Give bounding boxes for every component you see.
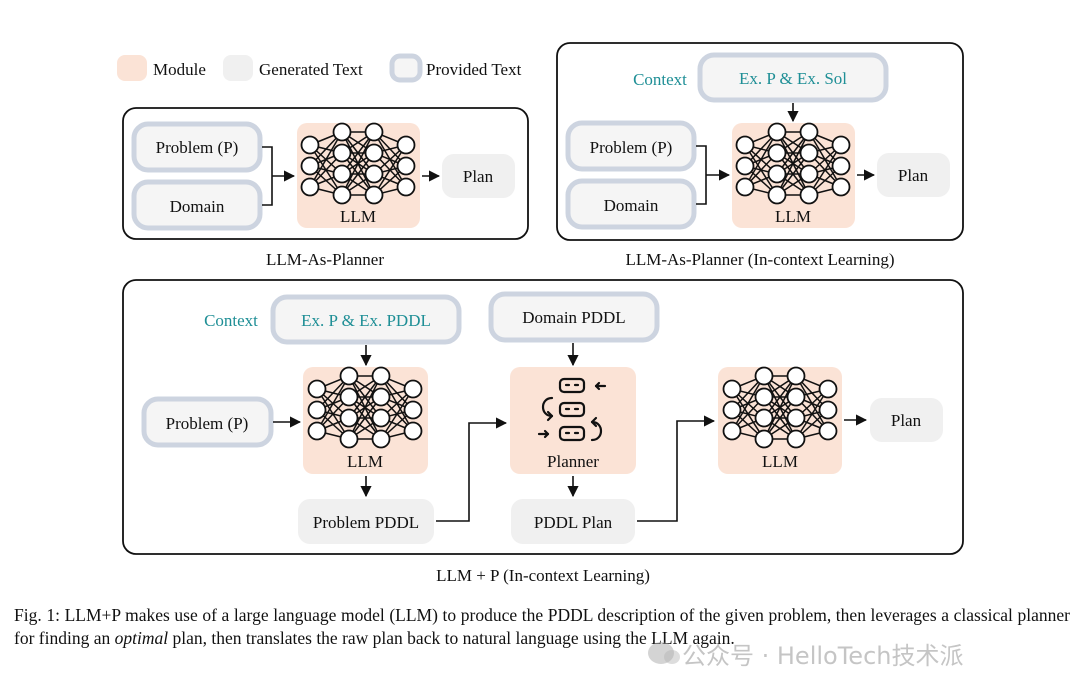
panel-c-pddl-plan-connector [637,415,716,522]
panel-c-example-label: Ex. P & Ex. PDDL [301,311,431,330]
panel-c-frame [122,279,964,555]
caption-suffix: plan, then translates the raw plan back … [172,628,735,648]
panel-c-llm-label: LLM [347,452,383,471]
panel-c-planner-module [510,367,636,474]
panel-a-title: LLM-As-Planner [266,250,384,269]
legend-generated-label: Generated Text [259,60,363,79]
panel-a-problem-label: Problem (P) [156,138,239,157]
legend-provided-label: Provided Text [426,60,522,79]
panel-b-input-connector [696,145,729,205]
panel-llm-as-planner: Problem (P) Domain LLM Plan LLM-As-Plann… [122,107,529,269]
panel-c-problem-pddl-label: Problem PDDL [313,513,419,532]
panel-b-problem-box [565,120,697,172]
panel-a-input-connector [262,146,294,206]
panel-c-llm2-label: LLM [762,452,798,471]
panel-c-context-label: Context [204,311,258,330]
panel-a-problem-box [131,121,263,173]
panel-llm-as-planner-icl: Context Ex. P & Ex. Sol Problem (P) Doma… [556,42,964,269]
panel-c-example-box [270,294,462,345]
panel-c-problem-box [141,396,274,448]
panel-a-llm-label: LLM [340,207,376,226]
panel-b-example-label: Ex. P & Ex. Sol [739,69,847,88]
panel-c-problem-pddl-box [298,499,434,544]
panel-c-plan-box [870,398,943,442]
panel-b-plan-label: Plan [898,166,929,185]
panel-b-title: LLM-As-Planner (In-context Learning) [625,250,894,269]
figure-caption: Fig. 1: LLM+P makes use of a large langu… [14,604,1070,650]
panel-c-problem-pddl-connector [436,417,508,522]
panel-a-plan-box [442,154,515,198]
llm-p-diagram: Module Generated Text Provided Text Prob… [117,42,964,585]
panel-a-domain-box [131,179,263,231]
panel-c-problem-label: Problem (P) [166,414,249,433]
panel-b-frame [556,42,964,241]
panel-a-plan-label: Plan [463,167,494,186]
legend-module-swatch [117,55,147,81]
panel-b-problem-label: Problem (P) [590,138,673,157]
panel-b-llm-label: LLM [775,207,811,226]
legend: Module Generated Text Provided Text [117,53,522,83]
caption-prefix: Fig. 1: LLM+P makes use of a large langu… [14,605,1070,648]
panel-b-context-label: Context [633,70,687,89]
panel-llm-plus-p: Context Ex. P & Ex. PDDL Domain PDDL Pro… [122,279,964,585]
panel-c-pddl-plan-label: PDDL Plan [534,513,613,532]
legend-generated-swatch [223,55,253,81]
panel-a-frame [122,107,529,240]
panel-b-plan-box [877,153,950,197]
panel-b-example-box [697,52,889,103]
legend-module-label: Module [153,60,206,79]
panel-a-domain-label: Domain [170,197,225,216]
caption-emphasis: optimal [114,628,169,648]
panel-c-domain-pddl-label: Domain PDDL [522,308,625,327]
panel-b-domain-box [565,178,697,230]
panel-c-pddl-plan-box [511,499,635,544]
panel-b-domain-label: Domain [604,196,659,215]
planner-icon [537,377,607,442]
panel-c-plan-label: Plan [891,411,922,430]
panel-c-domain-pddl-box [488,291,660,343]
panel-c-planner-label: Planner [547,452,599,471]
legend-provided-swatch [389,53,423,83]
panel-c-title: LLM + P (In-context Learning) [436,566,650,585]
